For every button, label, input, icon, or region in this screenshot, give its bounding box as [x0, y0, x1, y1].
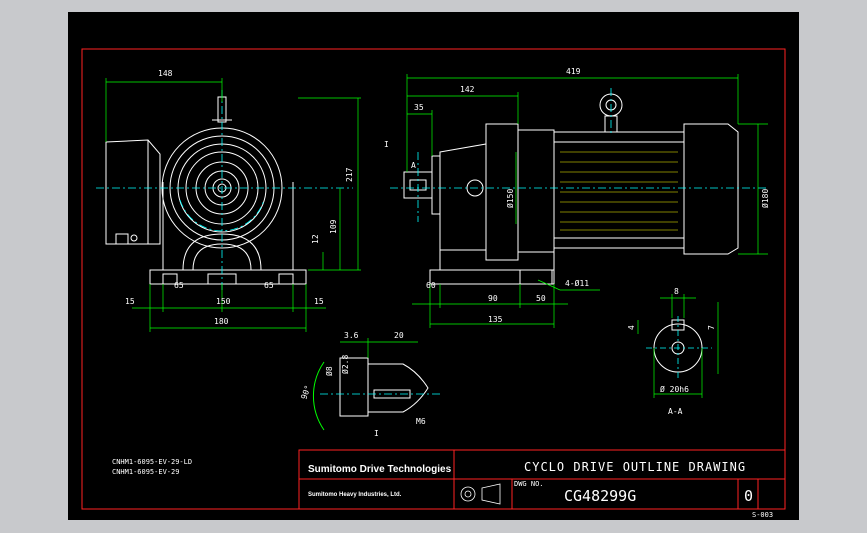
- dim-35: 35: [414, 103, 424, 112]
- dim-angle: 90°: [299, 384, 312, 401]
- dim-217: 217: [345, 167, 354, 182]
- detail-callout-label: I: [384, 140, 389, 149]
- company-secondary: Sumitomo Heavy Industries, Ltd.: [308, 492, 402, 498]
- section-label: A-A: [668, 407, 683, 416]
- drawing-sheet: 148 217 109 12 15 65 150 65 15 180: [68, 12, 799, 520]
- dim-15-left: 15: [125, 297, 135, 306]
- motor-fins: [560, 151, 678, 231]
- dim-148: 148: [158, 69, 173, 78]
- drawing-border: [81, 48, 786, 510]
- company-primary: Sumitomo Drive Technologies: [308, 464, 452, 475]
- revision-number: 0: [744, 487, 753, 505]
- detail-dimensions: [340, 338, 418, 358]
- model-code-2: CNHM1-6095-EV-29: [112, 468, 179, 476]
- dim-12: 12: [311, 234, 320, 244]
- dim-90: 90: [488, 294, 498, 303]
- title-block: [298, 449, 786, 510]
- dim-d2-8: Ø2.8: [340, 355, 350, 374]
- side-centerlines: [390, 88, 768, 222]
- cad-drawing: 148 217 109 12 15 65 150 65 15 180: [81, 48, 786, 519]
- sheet-code: S-003: [752, 511, 773, 519]
- dim-key-7: 7: [707, 325, 716, 330]
- dim-50: 50: [536, 294, 546, 303]
- drawing-title: CYCLO DRIVE OUTLINE DRAWING: [524, 460, 746, 474]
- side-dim-labels: 419 142 35 Ø150 Ø180 60 90 50 135 4-Ø11 …: [384, 67, 770, 324]
- dim-150: 150: [216, 297, 231, 306]
- front-centerlines: [96, 90, 353, 292]
- drawing-number: CG48299G: [564, 487, 636, 505]
- model-code-1: CNHM1-6095-EV-29-LD: [112, 458, 192, 466]
- dim-d180: Ø180: [760, 189, 770, 208]
- dim-d150: Ø150: [505, 189, 515, 208]
- front-dim-labels: 148 217 109 12 15 65 150 65 15 180: [125, 69, 354, 326]
- side-view: [403, 93, 739, 285]
- dim-180: 180: [214, 317, 229, 326]
- dim-142: 142: [460, 85, 475, 94]
- dim-65-left: 65: [174, 281, 184, 290]
- detail-label: I: [374, 429, 379, 438]
- dim-thread: M6: [416, 417, 426, 426]
- dim-109: 109: [329, 219, 338, 234]
- dim-419: 419: [566, 67, 581, 76]
- section-dimensions: [637, 294, 719, 398]
- front-view: [105, 96, 307, 285]
- view-arrow-label: A: [411, 161, 416, 170]
- dim-shaft-dia: Ø 20h6: [660, 384, 689, 394]
- dim-65-right: 65: [264, 281, 274, 290]
- section-dim-labels: 8 4 7 Ø 20h6 A-A: [627, 287, 716, 416]
- dim-d8: Ø8: [324, 366, 334, 376]
- title-block-text: Sumitomo Drive Technologies Sumitomo Hea…: [308, 460, 773, 519]
- detail-dim-labels: 3.6 20 Ø8 Ø2.8 90° M6 I: [299, 331, 425, 438]
- shaft-detail: [312, 357, 429, 431]
- dim-20: 20: [394, 331, 404, 340]
- projection-symbol: [460, 483, 501, 505]
- dim-key-8: 8: [674, 287, 679, 296]
- dim-135: 135: [488, 315, 503, 324]
- section-centerlines: [646, 316, 712, 380]
- dim-key-4: 4: [627, 325, 636, 330]
- model-codes: CNHM1-6095-EV-29-LD CNHM1-6095-EV-29: [112, 458, 192, 476]
- front-dimensions: [105, 78, 361, 332]
- dwg-no-label: DWG NO.: [514, 480, 544, 488]
- dim-60: 60: [426, 281, 436, 290]
- dim-holes: 4-Ø11: [565, 278, 589, 288]
- side-dimensions: [406, 74, 768, 328]
- dim-15-right: 15: [314, 297, 324, 306]
- dim-3-6: 3.6: [344, 331, 359, 340]
